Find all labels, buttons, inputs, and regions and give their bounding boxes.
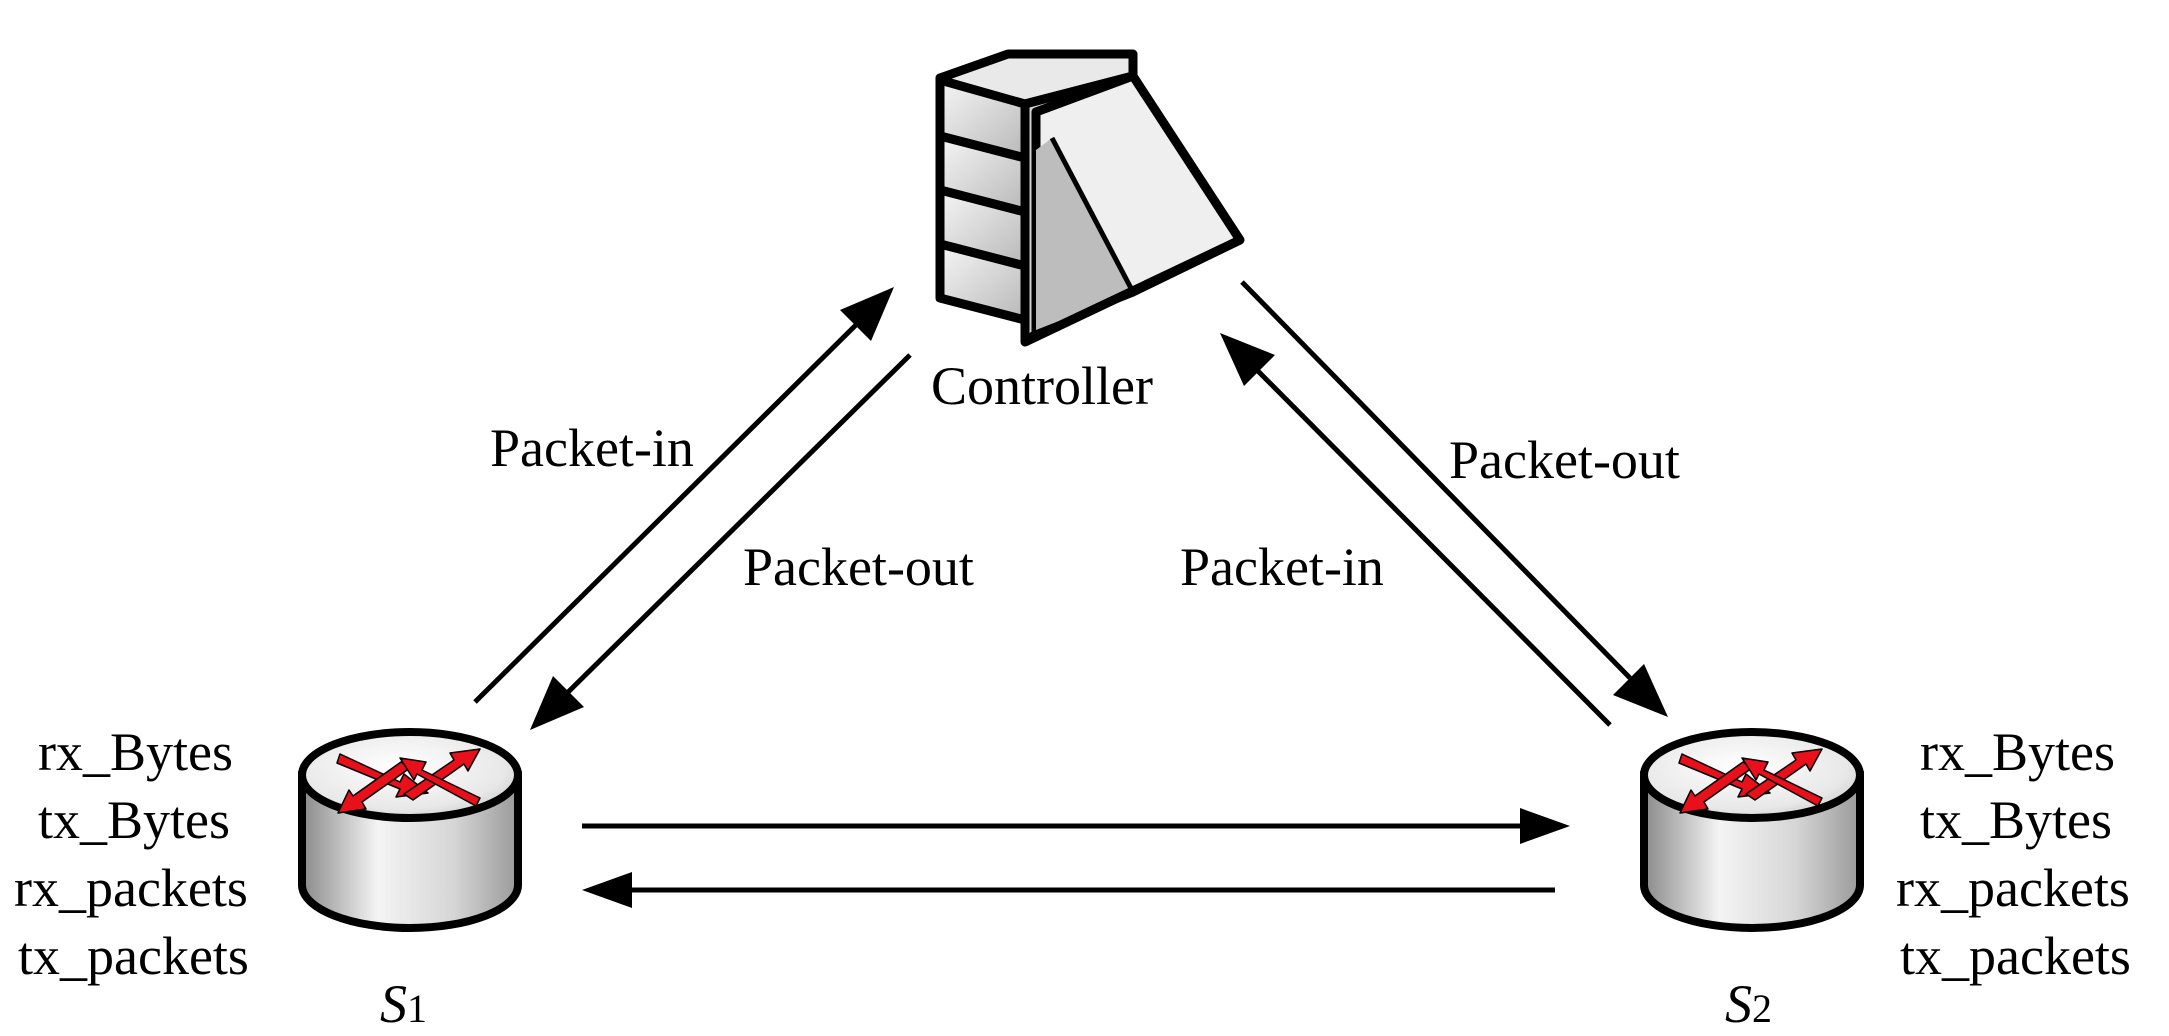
arrowhead-icon [530,676,584,730]
stat-rx-packets: rx_packets [1896,858,2130,918]
connection-lines [473,280,1632,893]
stat-rx-packets: rx_packets [14,858,248,918]
server-icon [935,49,1245,347]
arrowhead-icon [1520,808,1570,844]
arrowhead-icon [1613,664,1668,717]
link-label-packet-in-right: Packet-in [1180,537,1384,597]
arrowhead-icon [1220,333,1275,386]
stat-tx-bytes: tx_Bytes [1920,790,2112,850]
arrowhead-icon [582,872,632,908]
link-label-packet-out-right: Packet-out [1449,430,1680,490]
router-icon [298,728,522,932]
stats-list-right: rx_Bytes tx_Bytes rx_packets tx_packets [1896,722,2131,986]
stat-tx-packets: tx_packets [1900,926,2131,986]
stat-rx-bytes: rx_Bytes [38,722,233,782]
stat-rx-bytes: rx_Bytes [1920,722,2115,782]
switch-label-s1: S1 [380,974,427,1034]
link-label-packet-in-left: Packet-in [490,418,694,478]
arrowheads [530,287,1668,908]
stats-list-left: rx_Bytes tx_Bytes rx_packets tx_packets [14,722,249,986]
controller-label: Controller [931,356,1153,416]
arrowhead-icon [840,287,894,341]
switch-label-s2: S2 [1725,974,1772,1034]
link-label-packet-out-left: Packet-out [743,537,974,597]
stat-tx-bytes: tx_Bytes [38,790,230,850]
stat-tx-packets: tx_packets [18,926,249,986]
router-icon [1640,728,1864,932]
